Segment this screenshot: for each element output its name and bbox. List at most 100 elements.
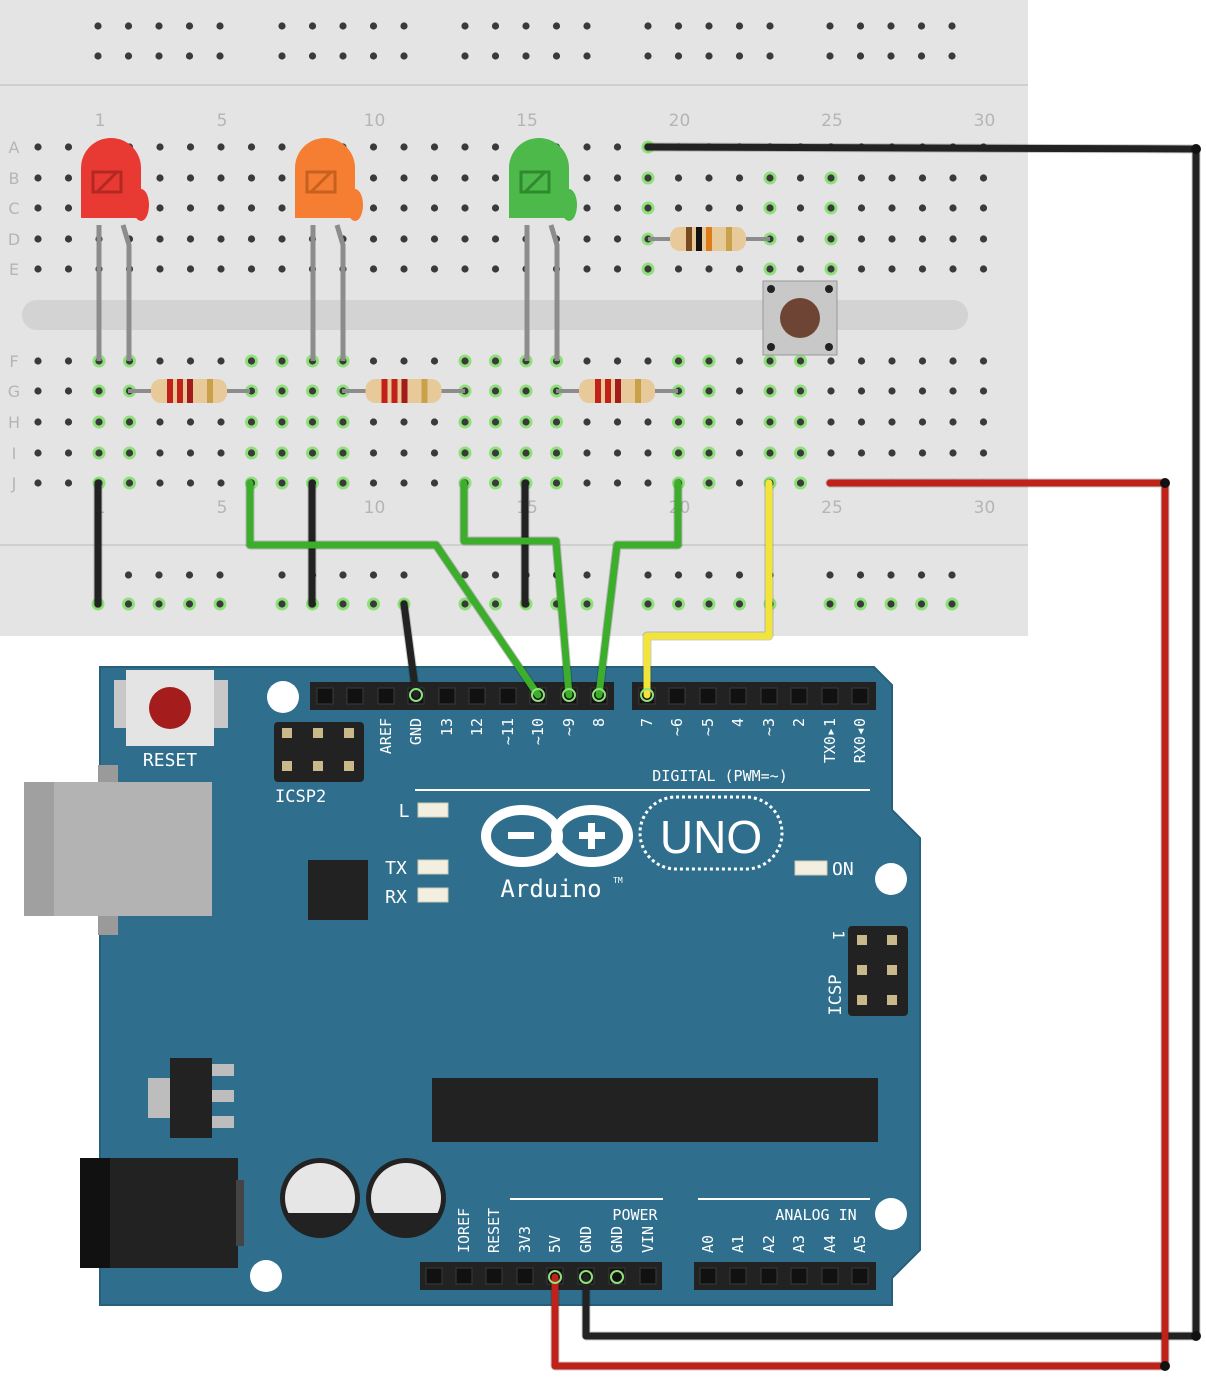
breadboard-hole <box>827 418 835 426</box>
breadboard-hole <box>705 449 713 457</box>
button-corner <box>767 343 775 351</box>
analog-pin-label: A2 <box>760 1235 778 1253</box>
digital-pin-label: ~10 <box>529 718 547 745</box>
breadboard-hole <box>705 357 713 365</box>
led-on <box>794 860 828 876</box>
icsp2-pin <box>344 761 354 771</box>
rail-hole <box>400 22 408 30</box>
breadboard-hole <box>644 479 652 487</box>
breadboard-hole <box>308 418 317 426</box>
breadboard-hole <box>644 357 652 365</box>
breadboard-hole <box>156 418 164 426</box>
breadboard-hole <box>156 479 164 487</box>
led-rim <box>347 189 363 221</box>
digital-pin-label: AREF <box>377 718 395 754</box>
breadboard-hole <box>156 357 164 365</box>
breadboard-hole <box>705 204 713 212</box>
resistor-band <box>696 227 702 251</box>
model-label: UNO <box>660 811 762 863</box>
breadboard-hole <box>491 418 500 426</box>
breadboard-hole <box>888 357 896 365</box>
breadboard-hole <box>369 479 378 487</box>
breadboard-hole <box>491 265 500 273</box>
breadboard-hole <box>491 357 500 365</box>
breadboard-hole <box>522 387 530 395</box>
breadboard-hole <box>949 357 957 365</box>
resistor-band <box>706 227 712 251</box>
breadboard-hole <box>369 143 378 151</box>
power-pin-label: IOREF <box>455 1208 473 1253</box>
rail-hole <box>856 22 865 30</box>
rail-hole <box>826 22 834 30</box>
pin-connection-marker <box>409 688 423 702</box>
analog-pin-socket <box>729 1267 747 1285</box>
analog-pin-socket <box>851 1267 869 1285</box>
rail-hole <box>369 571 378 579</box>
breadboard-hole <box>369 265 378 273</box>
breadboard-center-channel <box>22 300 968 330</box>
breadboard-hole <box>583 479 591 487</box>
breadboard-hole <box>888 387 896 395</box>
breadboard-hole <box>644 449 652 457</box>
led-leg <box>548 224 560 361</box>
breadboard-hole <box>674 357 683 365</box>
breadboard-hole <box>247 174 256 182</box>
breadboard-hole <box>430 204 439 212</box>
breadboard-hole <box>735 204 744 212</box>
breadboard-hole <box>217 143 225 151</box>
breadboard-hole <box>430 174 439 182</box>
digital-pin-socket <box>699 687 717 705</box>
breadboard-hole <box>705 265 713 273</box>
digital-label: DIGITAL (PWM=~) <box>652 767 787 785</box>
rail-hole <box>705 571 713 579</box>
breadboard-hole <box>461 265 469 273</box>
breadboard-hole <box>278 357 286 365</box>
rail-hole <box>400 571 408 579</box>
icsp2-pin <box>313 728 323 738</box>
breadboard-hole <box>247 449 256 457</box>
breadboard-hole <box>979 357 988 365</box>
rail-hole <box>216 52 224 60</box>
rail-hole <box>369 22 378 30</box>
brand-label: Arduino <box>500 875 601 903</box>
pin-connection-marker <box>610 1270 624 1284</box>
breadboard-hole <box>949 174 957 182</box>
breadboard-hole <box>949 204 957 212</box>
rail-hole <box>917 52 926 60</box>
pin-connection-marker <box>562 688 576 702</box>
led-inner <box>305 170 337 194</box>
analog-pin-socket <box>699 1267 717 1285</box>
breadboard-hole <box>156 449 164 457</box>
rail-hole <box>887 600 895 608</box>
breadboard-hole <box>674 204 683 212</box>
rail-hole <box>583 571 591 579</box>
rail-hole <box>185 22 194 30</box>
breadboard-hole <box>827 235 835 243</box>
breadboard-hole <box>430 143 439 151</box>
power-label: POWER <box>612 1206 658 1224</box>
breadboard-hole <box>583 143 591 151</box>
resistor-band <box>686 227 692 251</box>
breadboard-hole <box>827 357 835 365</box>
breadboard-hole <box>278 204 286 212</box>
breadboard-hole <box>430 418 439 426</box>
breadboard-hole <box>979 265 988 273</box>
power-pin-label: 5V <box>546 1235 564 1253</box>
rail-hole <box>917 600 926 608</box>
digital-pin-socket <box>316 687 334 705</box>
rail-hole <box>552 22 561 30</box>
breadboard-hole <box>949 387 957 395</box>
breadboard-hole <box>827 449 835 457</box>
breadboard-hole <box>857 357 866 365</box>
breadboard-hole <box>979 235 988 243</box>
led-l-label: L <box>399 801 410 822</box>
breadboard-hole <box>34 418 42 426</box>
reset-button[interactable] <box>114 670 228 746</box>
button-corner <box>825 343 833 351</box>
breadboard-hole <box>827 387 835 395</box>
digital-pin-socket <box>377 687 395 705</box>
usb-connector <box>24 765 212 935</box>
breadboard-hole <box>796 479 805 487</box>
breadboard-hole <box>857 204 866 212</box>
